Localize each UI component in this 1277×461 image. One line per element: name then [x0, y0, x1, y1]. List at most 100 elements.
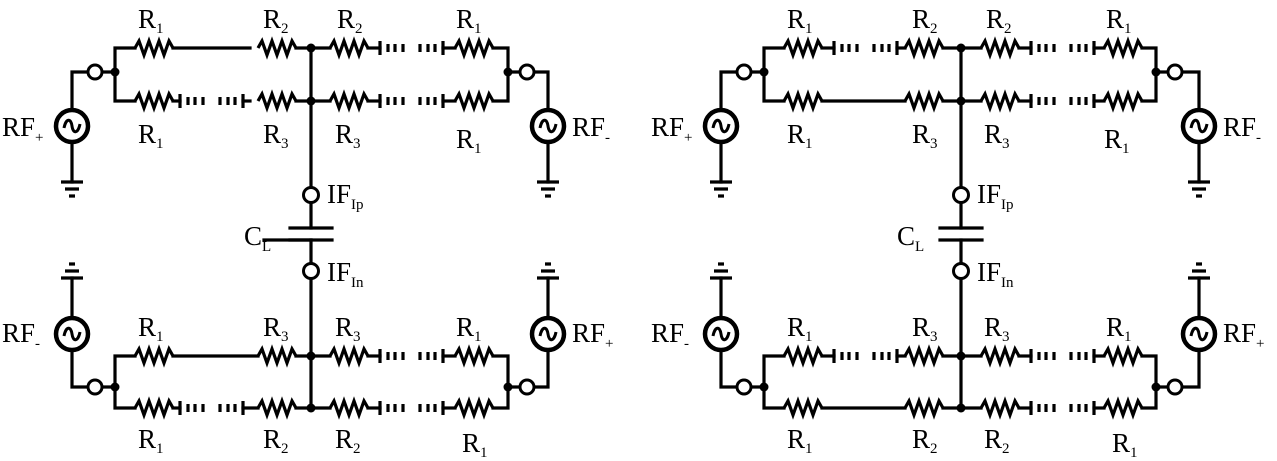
rf-source-label: RF- [651, 318, 689, 352]
resistor-label: R1 [456, 312, 482, 345]
ac-source-symbol [53, 315, 91, 353]
junction-dot [306, 43, 316, 53]
rf-source-label: RF+ [2, 112, 44, 146]
resistor [903, 344, 945, 368]
resistor [979, 36, 1021, 60]
junction-dot [1151, 382, 1161, 392]
left-top-resistors [133, 36, 495, 113]
junction-dot [503, 382, 513, 392]
resistor-label: R1 [456, 4, 482, 37]
break-mark [832, 349, 859, 363]
junction-dot [759, 382, 769, 392]
break-mark [872, 41, 899, 55]
terminal-circle [1166, 63, 1184, 81]
if-terminal [952, 262, 970, 280]
junction-dot [956, 43, 966, 53]
left-bottom-break-marks [178, 349, 445, 415]
ground-symbol [710, 262, 732, 280]
rf-source-label: RF- [572, 112, 610, 146]
resistor [903, 89, 945, 113]
resistor [979, 396, 1021, 420]
terminal-circle [518, 378, 536, 396]
ground-symbol [1188, 180, 1210, 198]
right-top-wiring [719, 46, 1201, 188]
resistor-label: R1 [787, 4, 813, 37]
left-top-break-marks [178, 41, 445, 108]
ac-source-symbol [1180, 107, 1218, 145]
resistor-label: R2 [337, 4, 363, 37]
right-bottom-break-marks [832, 349, 1096, 415]
break-mark [1029, 94, 1056, 108]
resistor-label: R1 [456, 124, 482, 157]
resistor [979, 89, 1021, 113]
resistor-label: R1 [1112, 428, 1138, 461]
resistor [1102, 396, 1144, 420]
resistor [133, 344, 175, 368]
right-top-break-marks [832, 41, 1096, 108]
resistor [328, 396, 370, 420]
resistor-label: R3 [984, 312, 1010, 345]
ground-symbol [537, 262, 559, 280]
resistor [256, 36, 298, 60]
break-mark [218, 94, 245, 108]
ground-symbol [61, 180, 83, 198]
terminal-circle [1166, 378, 1184, 396]
resistor [453, 36, 495, 60]
left-bottom-wiring [70, 276, 550, 410]
resistor [453, 344, 495, 368]
break-mark [418, 94, 445, 108]
terminal-circle [86, 378, 104, 396]
resistor-label: R1 [1104, 124, 1130, 157]
resistor [328, 344, 370, 368]
resistor [782, 36, 824, 60]
rf-source-label: RF- [2, 318, 40, 352]
right-rf-sources [702, 107, 1218, 353]
resistor-label: R3 [912, 312, 938, 345]
break-mark [1069, 41, 1096, 55]
resistor-label: R3 [263, 119, 289, 152]
right-grounds [710, 180, 1210, 280]
junction-dot [306, 96, 316, 106]
resistor-label: R2 [263, 424, 289, 457]
ac-source-symbol [529, 107, 567, 145]
resistor-label: R1 [787, 312, 813, 345]
resistor [1102, 89, 1144, 113]
break-mark [1029, 41, 1056, 55]
right-capacitor-symbol [938, 202, 984, 265]
if-label: IFIn [327, 257, 364, 291]
break-mark [378, 401, 405, 415]
resistor-label: R1 [1106, 4, 1132, 37]
terminal-circle [518, 63, 536, 81]
resistor [782, 89, 824, 113]
resistor [903, 36, 945, 60]
resistor [782, 396, 824, 420]
resistor [1102, 36, 1144, 60]
resistor-label: R1 [787, 424, 813, 457]
left-labels: R1 R2 R2 R1 R1 R3 R3 R1 RF+ RF- IFIp CL … [2, 4, 614, 461]
ground-symbol [537, 180, 559, 198]
resistor [133, 36, 175, 60]
left-circuit: R1 R2 R2 R1 R1 R3 R3 R1 RF+ RF- IFIp CL … [2, 4, 614, 461]
break-mark [1069, 401, 1096, 415]
junction-dot [306, 351, 316, 361]
ac-source-symbol [1180, 315, 1218, 353]
resistor-label: R1 [787, 119, 813, 152]
resistor [453, 396, 495, 420]
break-mark [1029, 401, 1056, 415]
ground-symbol [710, 180, 732, 198]
junction-dot [759, 67, 769, 77]
left-top-wiring [70, 46, 550, 188]
if-terminal [302, 262, 320, 280]
right-bottom-resistors [782, 344, 1144, 420]
break-mark [418, 401, 445, 415]
left-rf-sources [53, 107, 567, 353]
left-grounds [61, 180, 559, 280]
resistor [782, 344, 824, 368]
junction-dot [1151, 67, 1161, 77]
left-capacitor-symbol [262, 202, 334, 265]
if-label: IFIp [327, 179, 364, 213]
resistor-label: R3 [263, 312, 289, 345]
resistor [256, 396, 298, 420]
resistor-label: R2 [912, 424, 938, 457]
